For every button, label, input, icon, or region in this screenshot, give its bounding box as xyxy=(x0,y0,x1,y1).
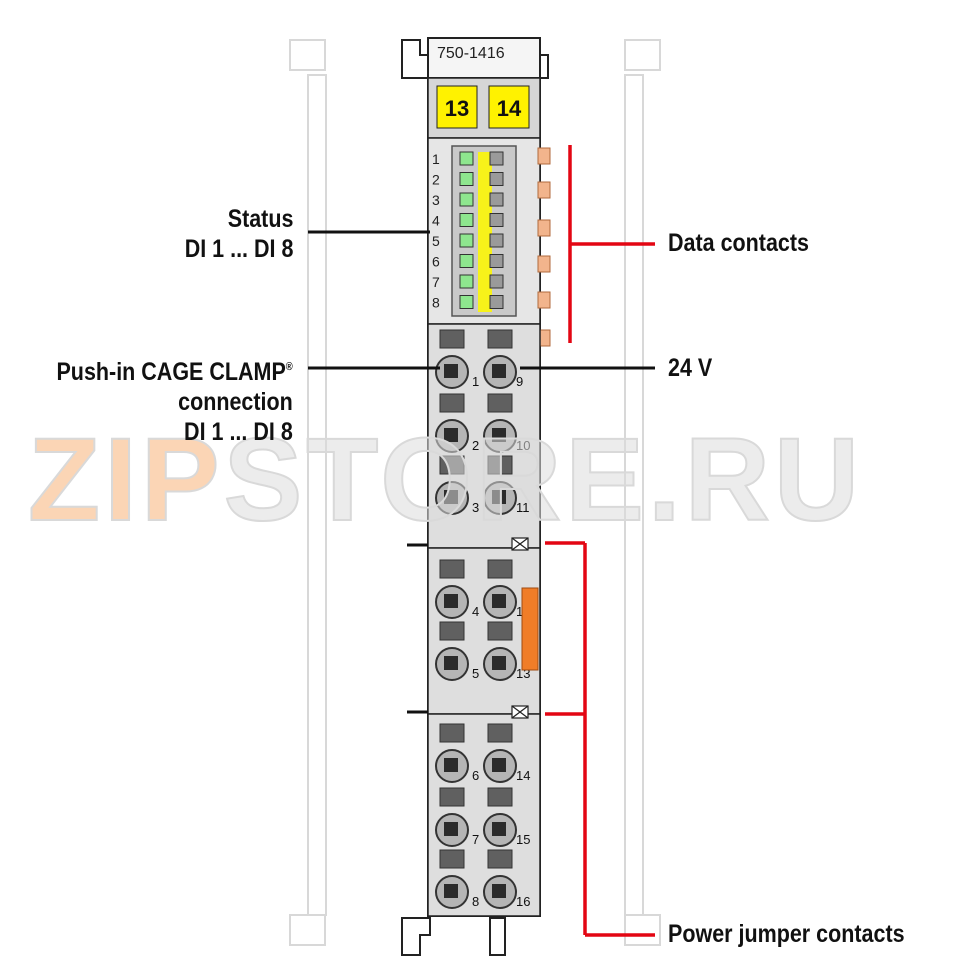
led-number-3: 3 xyxy=(432,192,440,208)
label-24v: 24 V xyxy=(668,354,713,382)
marker-text-left: 13 xyxy=(445,96,469,121)
terminal-number-7: 7 xyxy=(472,832,479,847)
terminal-number-11: 11 xyxy=(516,500,530,515)
marker-tag-right xyxy=(488,85,530,129)
led-number-4: 4 xyxy=(432,213,440,229)
marker-text-right: 14 xyxy=(497,96,522,121)
terminal-number-5: 5 xyxy=(472,666,479,681)
data-contacts xyxy=(537,147,551,347)
led-slot-4 xyxy=(489,213,504,227)
terminal-number-10: 10 xyxy=(516,438,530,453)
status-led-7 xyxy=(459,274,474,289)
release-button-1 xyxy=(439,329,465,349)
led-number-7: 7 xyxy=(432,274,440,290)
release-button-12 xyxy=(487,559,513,579)
release-button-16 xyxy=(487,849,513,869)
release-button-5 xyxy=(439,621,465,641)
clamp-opening-11 xyxy=(492,490,506,504)
terminal-number-16: 16 xyxy=(516,894,530,909)
led-slot-7 xyxy=(489,274,504,289)
clamp-opening-1 xyxy=(444,364,458,378)
status-led-8 xyxy=(459,295,474,309)
release-button-11 xyxy=(487,455,513,475)
clamp-opening-7 xyxy=(444,822,458,836)
label-power-jumper: Power jumper contacts xyxy=(668,920,905,948)
data-contact-pad-5 xyxy=(537,291,551,309)
led-number-2: 2 xyxy=(432,172,440,188)
release-button-2 xyxy=(439,393,465,413)
data-contact-pad-2 xyxy=(537,181,551,199)
terminal-number-8: 8 xyxy=(472,894,479,909)
clamp-opening-13 xyxy=(492,656,506,670)
release-button-4 xyxy=(439,559,465,579)
part-number: 750-1416 xyxy=(437,45,505,62)
led-number-1: 1 xyxy=(432,151,440,167)
led-slot-1 xyxy=(489,151,504,166)
release-button-7 xyxy=(439,787,465,807)
release-button-14 xyxy=(487,723,513,743)
clamp-opening-4 xyxy=(444,594,458,608)
led-numbers: 1 2 3 4 5 6 7 8 xyxy=(432,151,440,311)
led-slot-6 xyxy=(489,254,504,268)
release-button-10 xyxy=(487,393,513,413)
label-data-contacts: Data contacts xyxy=(668,229,809,257)
led-number-6: 6 xyxy=(432,254,440,270)
data-contact-pad-1 xyxy=(537,147,551,165)
release-button-6 xyxy=(439,723,465,743)
status-led-4 xyxy=(459,213,474,227)
clamp-opening-16 xyxy=(492,884,506,898)
release-button-9 xyxy=(487,329,513,349)
release-button-15 xyxy=(487,787,513,807)
terminal-number-6: 6 xyxy=(472,768,479,783)
terminal-number-1: 1 xyxy=(472,374,479,389)
release-button-8 xyxy=(439,849,465,869)
terminal-number-15: 15 xyxy=(516,832,530,847)
led-yellow-strip xyxy=(478,152,492,312)
status-led-2 xyxy=(459,172,474,186)
led-slot-8 xyxy=(489,295,504,309)
power-jumper-slot xyxy=(521,587,539,671)
label-pushin-connection: Push-in CAGE CLAMP® connection DI 1 ... … xyxy=(56,358,293,446)
din-rail-outline xyxy=(289,39,661,946)
clamp-opening-6 xyxy=(444,758,458,772)
clamp-opening-10 xyxy=(492,428,506,442)
clamp-opening-2 xyxy=(444,428,458,442)
status-led-1 xyxy=(459,151,474,166)
release-button-13 xyxy=(487,621,513,641)
led-slot-3 xyxy=(489,192,504,207)
clamp-opening-14 xyxy=(492,758,506,772)
clamp-opening-5 xyxy=(444,656,458,670)
status-led-3 xyxy=(459,192,474,207)
terminal-number-2: 2 xyxy=(472,438,479,453)
terminals xyxy=(435,329,517,909)
terminal-number-9: 9 xyxy=(516,374,523,389)
status-led-5 xyxy=(459,233,474,248)
callout-lines-black xyxy=(308,230,655,714)
clamp-opening-9 xyxy=(492,364,506,378)
data-contact-pad-3 xyxy=(537,219,551,237)
data-contact-pad-4 xyxy=(537,255,551,273)
terminal-number-3: 3 xyxy=(472,500,479,515)
status-led-6 xyxy=(459,254,474,268)
clamp-opening-15 xyxy=(492,822,506,836)
release-button-3 xyxy=(439,455,465,475)
led-number-5: 5 xyxy=(432,233,440,249)
clamp-opening-8 xyxy=(444,884,458,898)
led-slot-5 xyxy=(489,233,504,248)
led-slot-2 xyxy=(489,172,504,186)
terminal-number-14: 14 xyxy=(516,768,530,783)
marker-tag-left xyxy=(436,85,478,129)
clamp-opening-3 xyxy=(444,490,458,504)
jumper-contact-markers xyxy=(511,537,529,719)
callout-lines-red xyxy=(545,145,655,937)
label-status: Status DI 1 ... DI 8 xyxy=(184,205,293,263)
terminal-number-4: 4 xyxy=(472,604,479,619)
clamp-opening-12 xyxy=(492,594,506,608)
status-leds xyxy=(459,151,504,309)
led-number-8: 8 xyxy=(432,295,440,311)
